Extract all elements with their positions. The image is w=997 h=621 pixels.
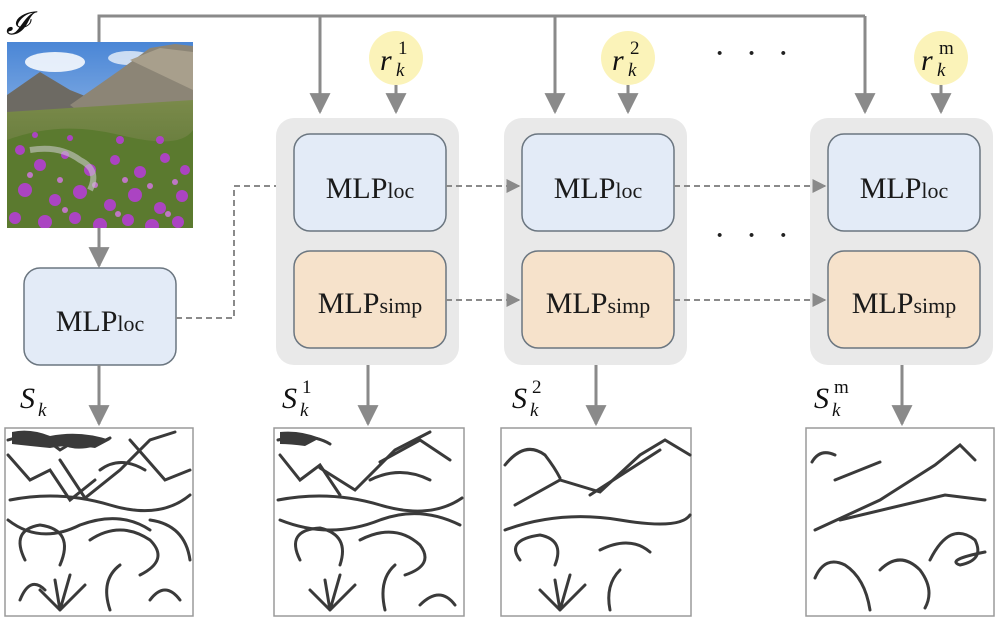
input-bus-lines bbox=[97, 14, 876, 115]
sketch-base bbox=[4, 427, 194, 617]
svg-text:MLPloc: MLPloc bbox=[860, 172, 949, 205]
sketch-label-m: S k m bbox=[814, 377, 849, 421]
stage-1-group: MLPloc MLPsimp bbox=[276, 118, 459, 365]
svg-text:MLPloc: MLPloc bbox=[554, 172, 643, 205]
sketch-label-1: S k 1 bbox=[282, 377, 312, 421]
svg-text:m: m bbox=[939, 38, 954, 59]
svg-text:MLPsimp: MLPsimp bbox=[852, 287, 956, 320]
svg-text:S: S bbox=[20, 382, 35, 415]
svg-text:S: S bbox=[814, 382, 829, 415]
stage-2-group: MLPloc MLPsimp bbox=[504, 118, 687, 365]
svg-text:r: r bbox=[921, 44, 933, 77]
r-param-m: r k m bbox=[914, 31, 968, 115]
ellipsis-middle: · · · bbox=[714, 217, 795, 254]
sketch-label-2: S k 2 bbox=[512, 377, 542, 421]
svg-text:1: 1 bbox=[302, 377, 312, 398]
input-image: 𝓘 bbox=[6, 5, 193, 228]
svg-text:k: k bbox=[530, 400, 539, 421]
svg-text:m: m bbox=[834, 377, 849, 398]
sketch-label-base: S k bbox=[20, 382, 47, 421]
svg-text:r: r bbox=[380, 44, 392, 77]
sketch-stage-2 bbox=[500, 427, 692, 617]
arrows-to-sketches bbox=[357, 365, 913, 427]
svg-text:2: 2 bbox=[630, 38, 640, 59]
dashed-stage-arrows bbox=[446, 179, 827, 307]
svg-text:MLPsimp: MLPsimp bbox=[546, 287, 650, 320]
initial-mlp-loc: MLPloc bbox=[23, 267, 177, 366]
svg-text:S: S bbox=[512, 382, 527, 415]
r-param-2: r k 2 bbox=[601, 31, 655, 115]
stage-m-group: MLPloc MLPsimp bbox=[810, 118, 993, 365]
svg-text:k: k bbox=[38, 400, 47, 421]
ellipsis-top: · · · bbox=[714, 35, 795, 72]
svg-text:S: S bbox=[282, 382, 297, 415]
sketch-stage-1 bbox=[273, 427, 465, 617]
svg-text:k: k bbox=[937, 60, 946, 81]
svg-text:r: r bbox=[612, 44, 624, 77]
svg-text:MLPloc: MLPloc bbox=[326, 172, 415, 205]
input-image-symbol: 𝓘 bbox=[6, 5, 38, 41]
sketch-stage-m bbox=[805, 427, 995, 617]
svg-text:k: k bbox=[628, 60, 637, 81]
dashed-arrow-initial-to-stage1 bbox=[176, 179, 293, 319]
svg-text:k: k bbox=[300, 400, 309, 421]
svg-text:k: k bbox=[832, 400, 841, 421]
svg-text:MLPloc: MLPloc bbox=[56, 305, 145, 338]
mlp-label: MLP bbox=[56, 305, 118, 338]
svg-text:k: k bbox=[396, 60, 405, 81]
svg-text:2: 2 bbox=[532, 377, 542, 398]
r-param-1: r k 1 bbox=[369, 31, 423, 115]
svg-text:1: 1 bbox=[398, 38, 408, 59]
svg-text:MLPsimp: MLPsimp bbox=[318, 287, 422, 320]
mlp-sub-label: loc bbox=[117, 311, 144, 336]
